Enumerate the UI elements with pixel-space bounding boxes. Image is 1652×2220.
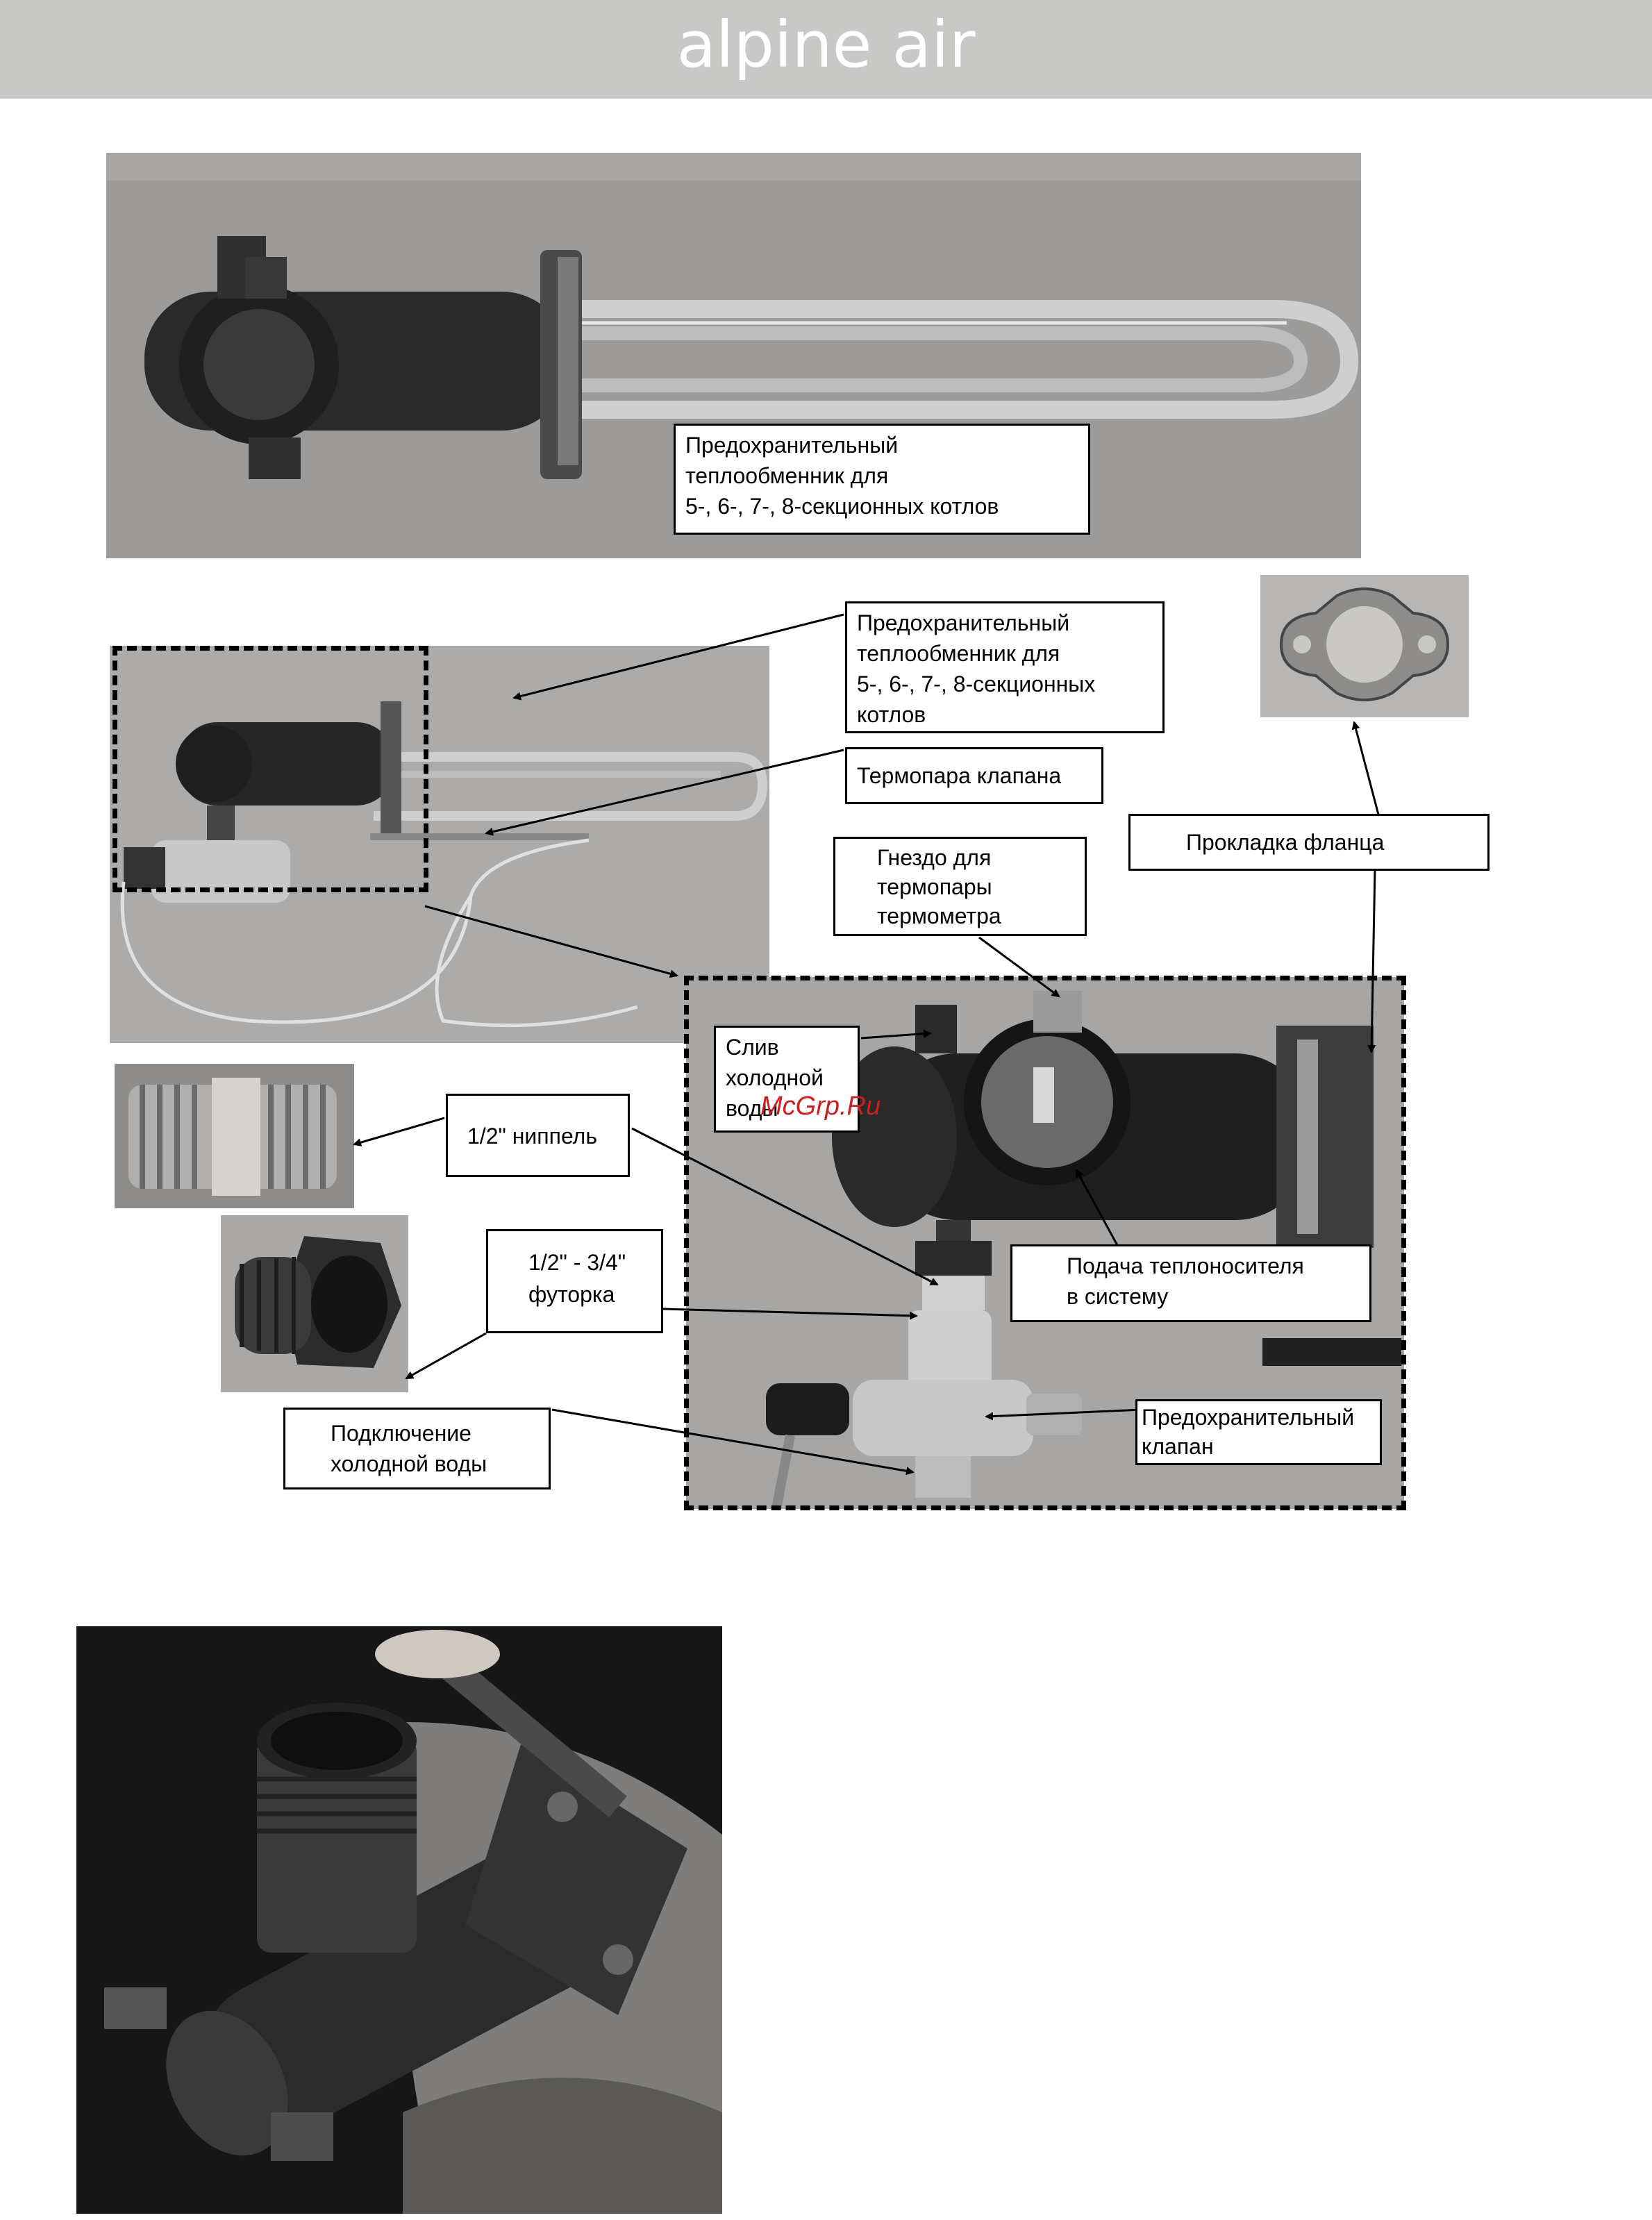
callout-flange-gasket: Прокладка фланца [1128,814,1490,871]
flange-gasket-photo [1260,575,1469,717]
nipple-photo [115,1064,354,1208]
header-bar [0,0,1652,99]
callout-cold-water-connection: Подключение холодной воды [283,1408,551,1489]
callout-nipple: 1/2" ниппель [446,1094,630,1177]
callout-heat-exchanger: Предохранительный теплообменник для 5-, … [845,601,1165,733]
watermark: McGrp.Ru [760,1092,881,1121]
brand-title: alpine air [676,8,976,82]
callout-valve-thermocouple: Термопара клапана [845,747,1103,804]
callout-bushing: 1/2" - 3/4" футорка [486,1229,663,1333]
installation-photo [76,1626,722,2214]
callout-coolant-supply: Подача теплоносителя в систему [1010,1244,1371,1322]
detail-region-marker [112,646,428,892]
bushing-photo [221,1215,408,1392]
callout-thermometer-socket: Гнездо для термопары термометра [833,837,1087,936]
assembly-overview-photo [110,646,769,1043]
callout-safety-valve: Предохранительный клапан [1135,1399,1382,1465]
callout-cold-water-drain: Слив холодной воды [714,1026,860,1133]
heat-exchanger-photo [106,153,1361,558]
callout-heat-exchanger-top: Предохранительный теплообменник для 5-, … [674,424,1090,535]
